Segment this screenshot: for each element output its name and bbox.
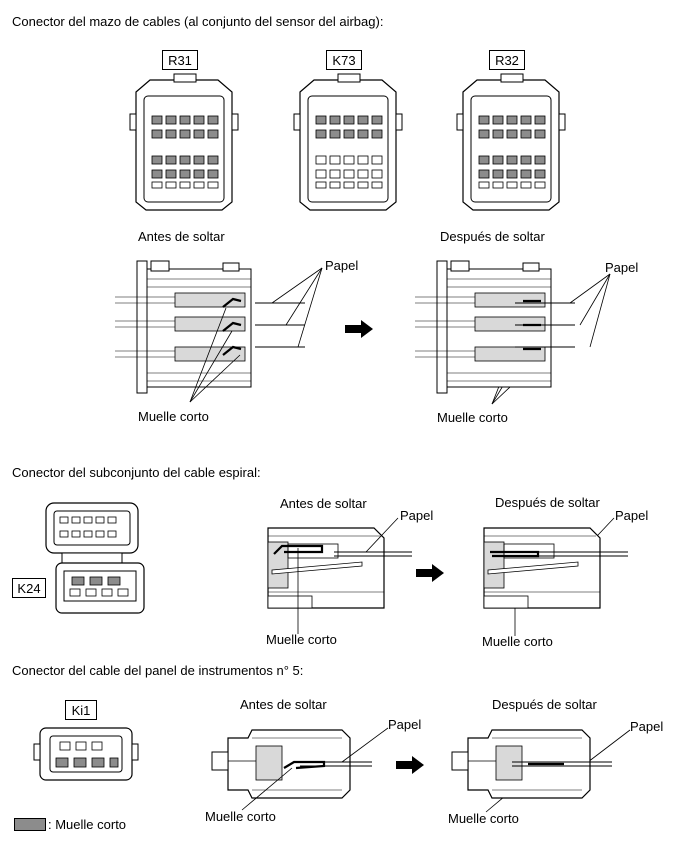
- section2-before-spring-label: Muelle corto: [266, 632, 337, 647]
- section1-arrow-icon: [345, 320, 373, 338]
- section2-arrow-icon: [416, 564, 444, 582]
- connector-face-k24: [45, 502, 145, 614]
- section1-before-paper-label: Papel: [325, 258, 359, 273]
- section3-after-cross-section: [451, 729, 612, 799]
- section2-after-spring-label: Muelle corto: [482, 634, 553, 649]
- section1-title: Conector del mazo de cables (al conjunto…: [12, 14, 384, 29]
- connector-tag-k24: K24: [12, 578, 46, 598]
- connector-face-r31: [129, 73, 239, 211]
- connector-tag-k73: K73: [326, 50, 362, 70]
- section2-after-label: Después de soltar: [495, 495, 600, 510]
- section2-title: Conector del subconjunto del cable espir…: [12, 465, 261, 480]
- section3-title: Conector del cable del panel de instrume…: [12, 663, 304, 678]
- section2-after-paper-label: Papel: [615, 508, 649, 523]
- section2-before-paper-label: Papel: [400, 508, 434, 523]
- section1-before-spring-label: Muelle corto: [138, 409, 209, 424]
- section1-after-spring-label: Muelle corto: [437, 410, 508, 425]
- section3-before-paper-label: Papel: [388, 717, 422, 732]
- section3-before-spring-label: Muelle corto: [205, 809, 276, 824]
- section3-before-label: Antes de soltar: [240, 697, 327, 712]
- connector-tag-r32: R32: [489, 50, 525, 70]
- connector-face-ki1: [33, 727, 139, 781]
- section1-after-paper-label: Papel: [605, 260, 639, 275]
- section3-arrow-icon: [396, 756, 424, 774]
- section2-before-cross-section: [267, 527, 412, 609]
- legend-label: : Muelle corto: [48, 817, 127, 832]
- section1-before-cross-section: [115, 260, 305, 394]
- section3-after-paper-label: Papel: [630, 719, 664, 734]
- section3-before-cross-section: [211, 729, 372, 799]
- section3-after-label: Después de soltar: [492, 697, 597, 712]
- connector-tag-ki1: Ki1: [65, 700, 97, 720]
- section1-after-label: Después de soltar: [440, 229, 545, 244]
- section1-after-cross-section: [415, 260, 575, 394]
- connector-tag-r31: R31: [162, 50, 198, 70]
- section2-after-cross-section: [483, 527, 628, 609]
- section3-after-spring-label: Muelle corto: [448, 811, 519, 826]
- section2-before-label: Antes de soltar: [280, 496, 367, 511]
- connector-face-r32: [456, 73, 566, 211]
- connector-face-k73: [293, 73, 403, 211]
- legend-swatch: [14, 818, 46, 831]
- section1-before-label: Antes de soltar: [138, 229, 225, 244]
